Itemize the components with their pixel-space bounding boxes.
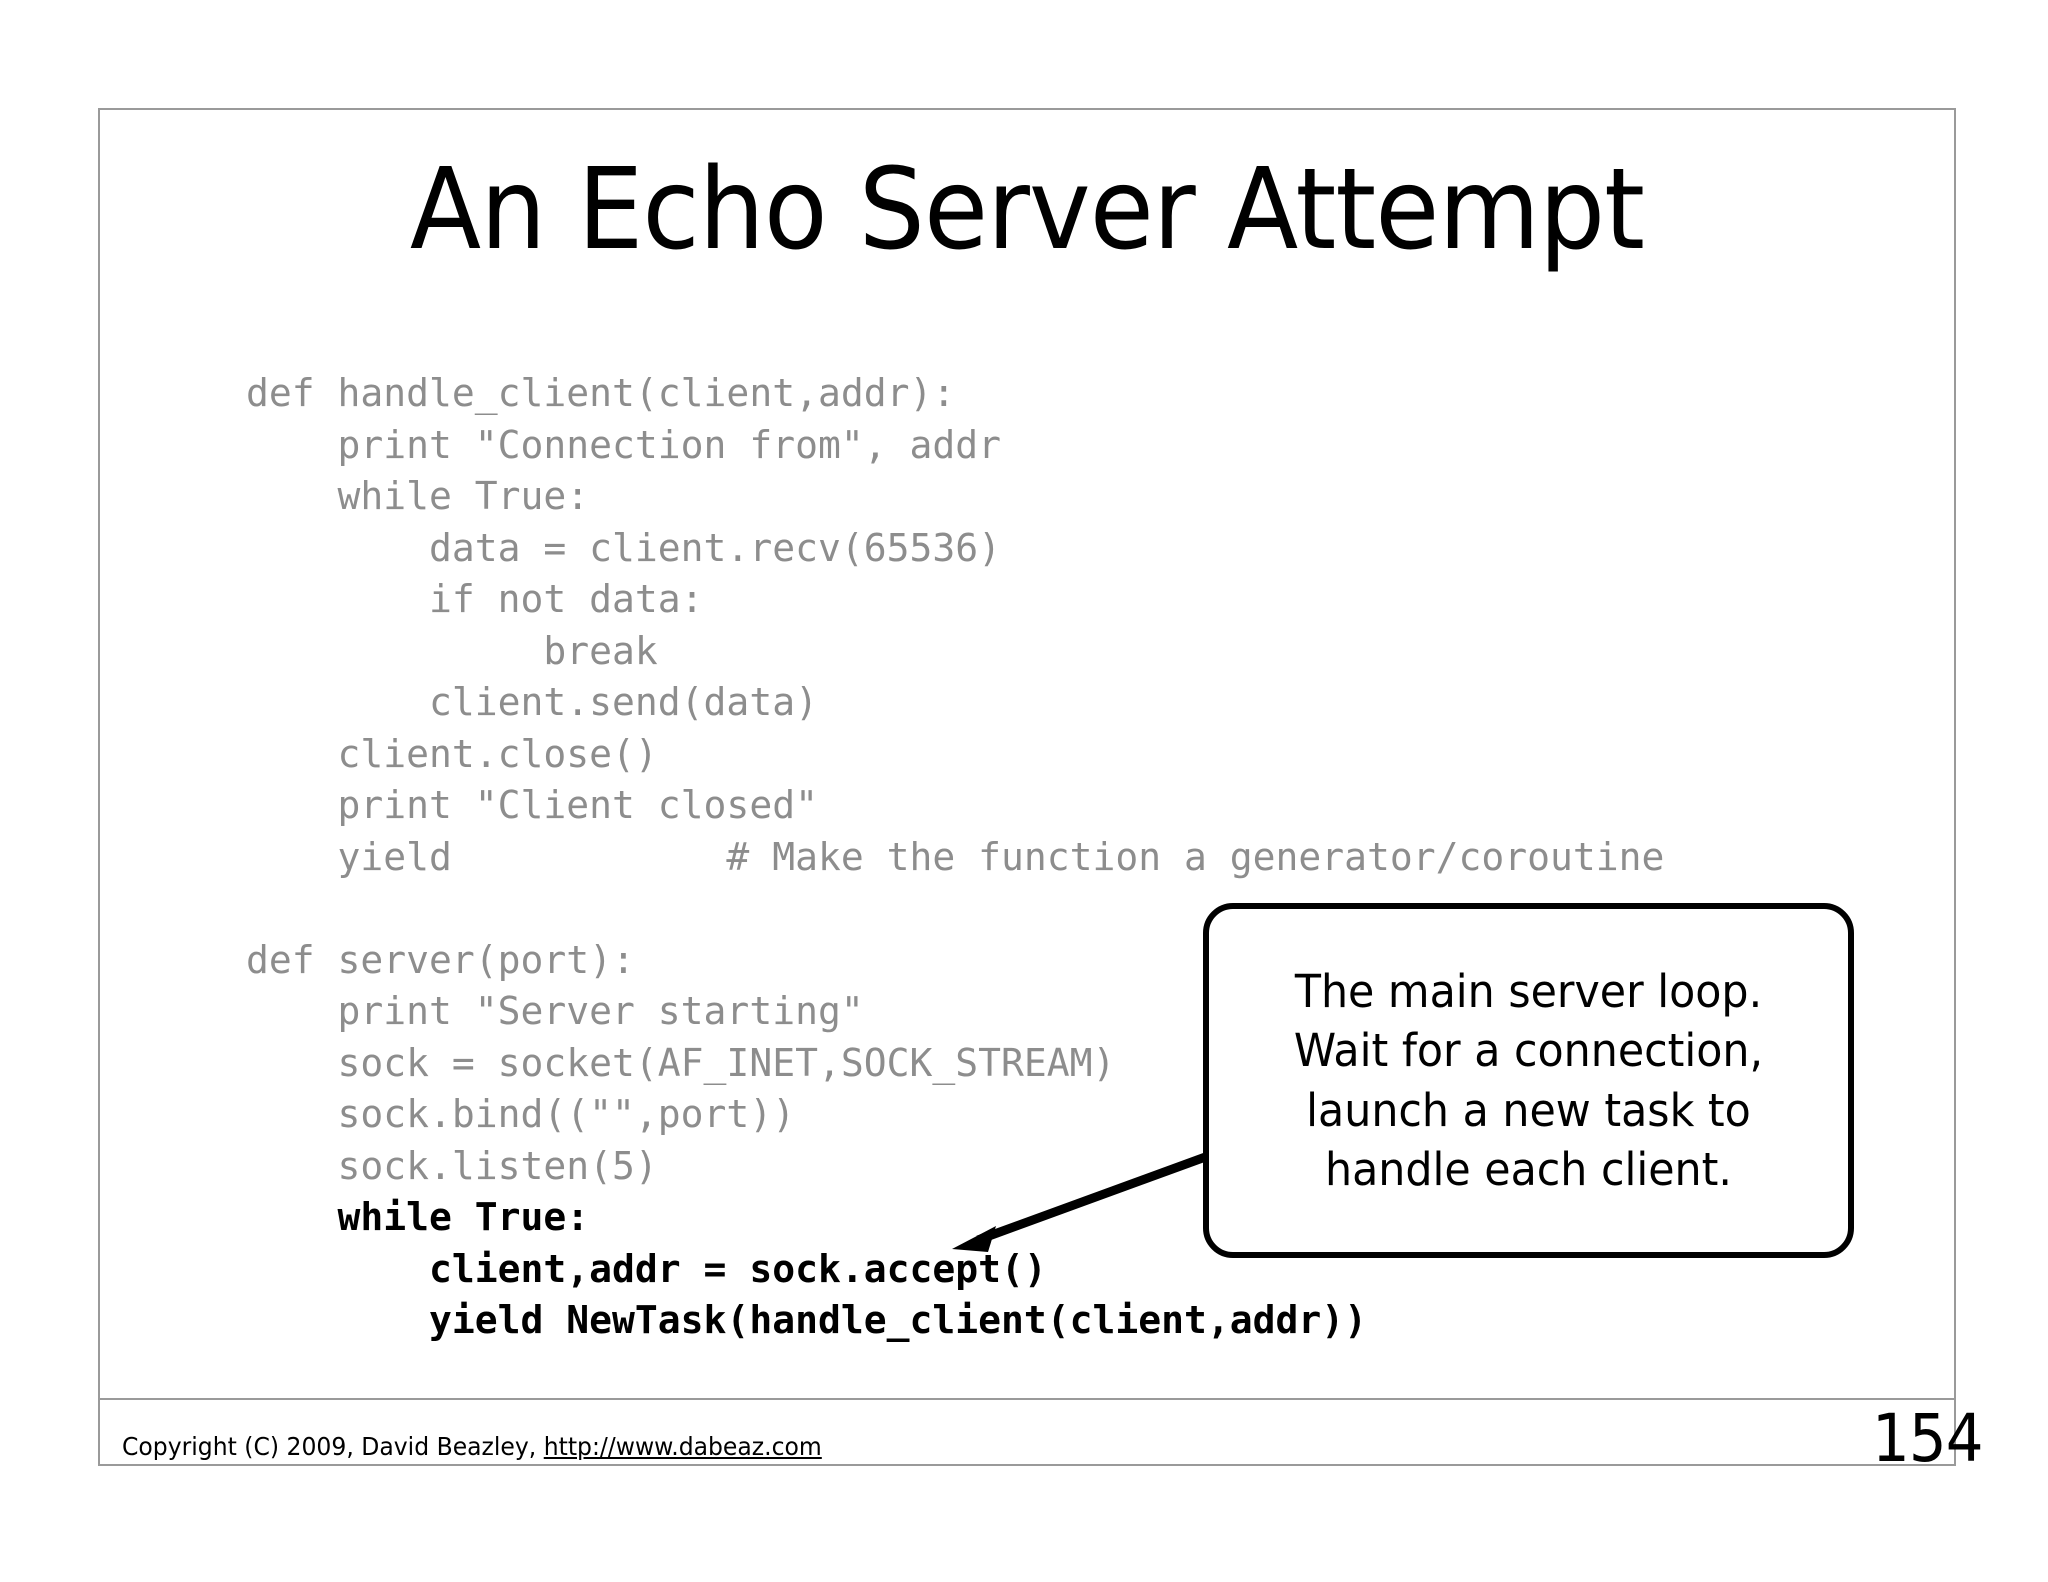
code-line: data = client.recv(65536) [246,525,1001,570]
code-line: sock.bind(("",port)) [246,1092,796,1136]
code-line: client,addr = sock.accept() [246,1246,1047,1291]
footer-divider [98,1398,1956,1466]
code-line: sock = socket(AF_INET,SOCK_STREAM) [246,1040,1116,1085]
copyright-notice: Copyright (C) 2009, David Beazley, http:… [122,1432,822,1461]
code-line: print "Connection from", addr [246,422,1001,467]
code-line: print "Server starting" [246,989,864,1033]
code-line: client.send(data) [246,680,818,724]
code-block: def handle_client(client,addr): print "C… [246,368,1664,1347]
code-line: yield # Make the function a generator/co… [246,834,1665,879]
copyright-text: Copyright (C) 2009, David Beazley, [122,1432,544,1461]
code-line: break [246,628,658,673]
code-line: print "Client closed" [246,783,818,827]
code-line: while True: [246,474,590,518]
callout-box: The main server loop. Wait for a connect… [1203,903,1854,1258]
page-number: 154 [1872,1400,1984,1477]
callout-text: The main server loop. Wait for a connect… [1293,964,1764,1196]
code-line: def server(port): [246,937,635,982]
page-title: An Echo Server Attempt [409,145,1645,275]
code-line: sock.listen(5) [246,1143,658,1188]
code-line: if not data: [246,577,704,621]
code-line: while True: [246,1195,590,1239]
code-line: def handle_client(client,addr): [246,371,956,415]
code-line: client.close() [246,731,658,776]
code-line: yield NewTask(handle_client(client,addr)… [246,1298,1368,1342]
slide-border [98,108,1956,1466]
dabeaz-link[interactable]: http://www.dabeaz.com [543,1432,822,1461]
